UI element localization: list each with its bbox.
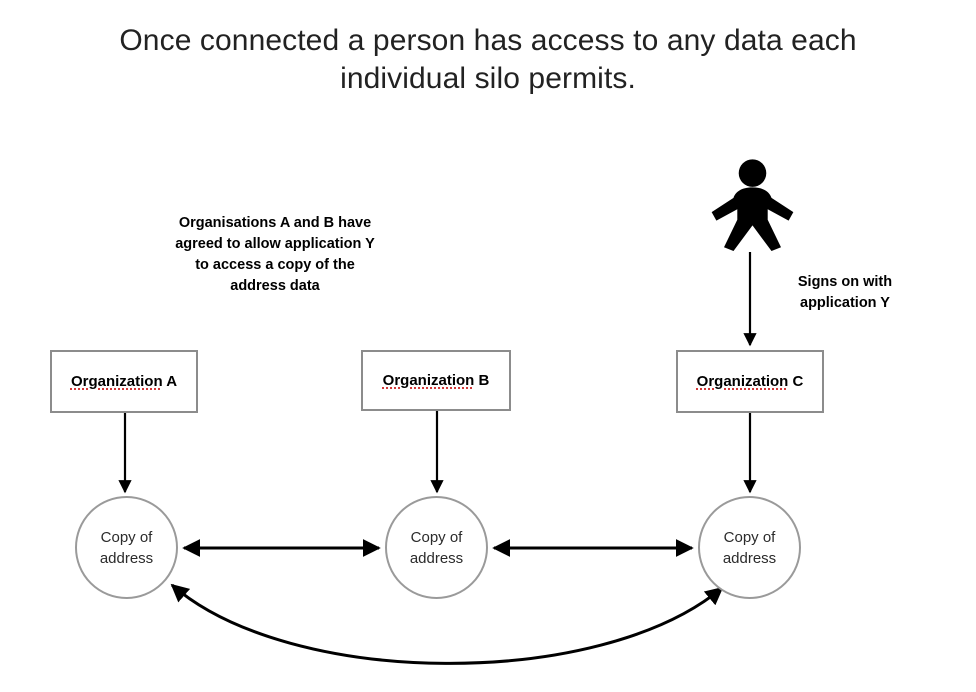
org-box-b-label: Organization B — [383, 372, 490, 389]
org-box-c-label: Organization C — [697, 373, 804, 390]
org-box-c-label-misspelled: Organization — [696, 373, 789, 390]
copy-circle-b-label: Copy of address — [409, 528, 464, 567]
copy-circle-c[interactable]: Copy of address — [698, 496, 801, 599]
annotation-signs-on: Signs on with application Y — [797, 274, 893, 311]
org-box-b[interactable]: Organization B — [361, 350, 511, 411]
org-box-a[interactable]: Organization A — [50, 350, 198, 413]
copy-circle-a[interactable]: Copy of address — [75, 496, 178, 599]
copy-circle-b[interactable]: Copy of address — [385, 496, 488, 599]
copy-circle-c-label: Copy of address — [722, 528, 777, 567]
org-box-b-label-suffix: B — [474, 372, 490, 389]
org-box-a-label-misspelled: Organization — [70, 373, 163, 390]
copy-circle-a-label: Copy of address — [99, 528, 154, 567]
arrow-copy-a-copy-c-curved — [170, 583, 724, 665]
person-icon — [711, 159, 794, 252]
org-box-a-label: Organization A — [71, 373, 177, 390]
org-box-c[interactable]: Organization C — [676, 350, 824, 413]
page-title: Once connected a person has access to an… — [119, 24, 857, 95]
org-box-b-label-misspelled: Organization — [382, 372, 475, 389]
org-box-c-label-suffix: C — [788, 373, 804, 390]
annotation-organisations-agreement: Organisations A and B have agreed to all… — [175, 215, 375, 294]
org-box-a-label-suffix: A — [162, 373, 178, 390]
